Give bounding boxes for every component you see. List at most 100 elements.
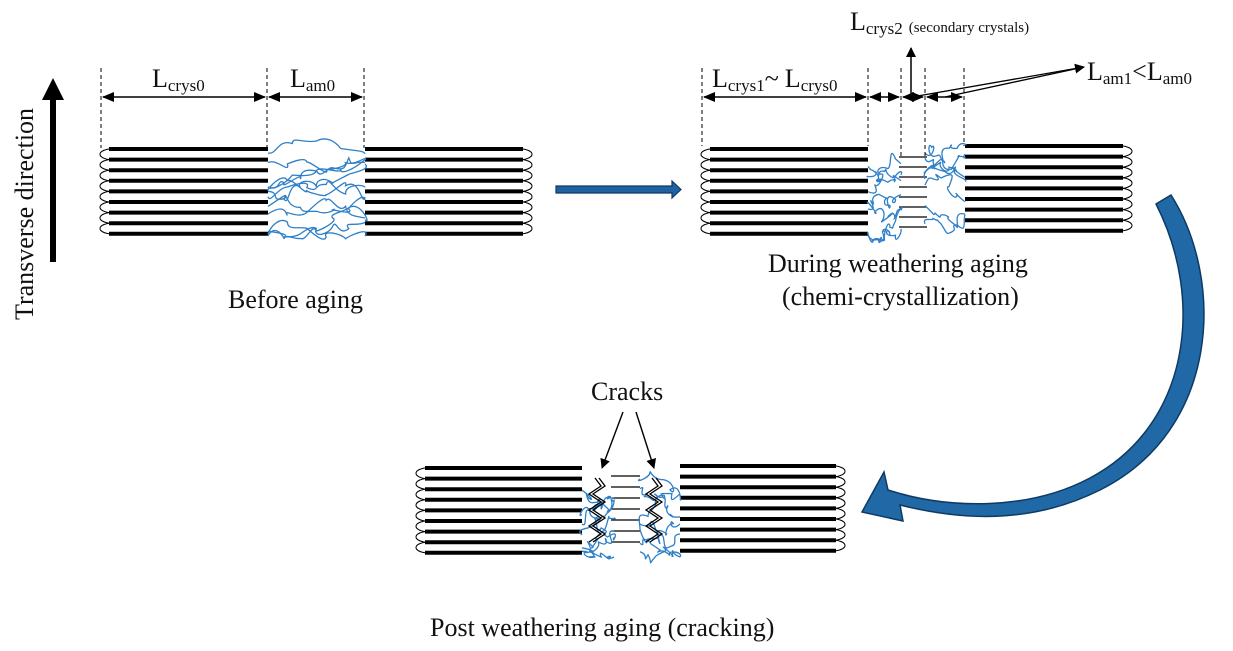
chain-fold bbox=[1122, 177, 1133, 189]
lamella-stack bbox=[99, 147, 268, 236]
amorphous-chain bbox=[924, 144, 966, 171]
lamella-stack bbox=[700, 147, 868, 236]
amorphous-chain bbox=[639, 546, 681, 564]
chain-fold bbox=[835, 486, 846, 499]
chain-fold bbox=[1122, 198, 1133, 211]
amorphous-chain bbox=[267, 177, 366, 200]
crack bbox=[644, 477, 664, 543]
chain-fold bbox=[99, 212, 110, 224]
chain-fold bbox=[700, 180, 711, 192]
transverse-direction-arrow bbox=[42, 78, 64, 262]
chain-fold bbox=[99, 159, 110, 171]
chain-fold bbox=[522, 190, 533, 203]
amorphous-chain bbox=[923, 214, 966, 235]
crack bbox=[587, 477, 607, 543]
chain-fold bbox=[415, 509, 426, 522]
chain-fold bbox=[700, 159, 711, 171]
crack-line bbox=[648, 477, 664, 543]
chain-fold bbox=[835, 518, 846, 531]
chain-fold bbox=[700, 190, 711, 203]
lam1-lt-lam0-label: Lam1<Lam0 bbox=[1087, 57, 1192, 88]
amorphous-chain bbox=[639, 486, 681, 518]
chain-fold bbox=[700, 212, 711, 224]
during-aging-caption-line1: During weathering aging bbox=[768, 249, 1028, 278]
amorphous-region bbox=[267, 138, 368, 240]
chain-fold bbox=[99, 180, 110, 192]
chain-fold bbox=[1122, 156, 1133, 168]
chain-fold bbox=[700, 201, 711, 214]
amorphous-chain bbox=[866, 168, 902, 182]
transverse-direction-label: Transverse direction bbox=[10, 108, 39, 320]
chain-fold bbox=[700, 222, 711, 235]
stage-during-aging bbox=[700, 142, 1133, 244]
chain-fold bbox=[522, 180, 533, 192]
chain-fold bbox=[522, 148, 533, 161]
amorphous-chain bbox=[637, 471, 682, 502]
amorphous-chain bbox=[924, 205, 966, 228]
amorphous-chain bbox=[581, 489, 615, 514]
chain-fold bbox=[415, 531, 426, 543]
lamella-stack bbox=[365, 147, 533, 236]
amorphous-chain bbox=[923, 142, 967, 174]
amorphous-chain bbox=[267, 219, 367, 240]
chain-fold bbox=[99, 148, 110, 161]
lam0-label: Lam0 bbox=[290, 64, 335, 95]
lcrys0-label: Lcrys0 bbox=[152, 64, 205, 95]
chain-fold bbox=[99, 201, 110, 214]
chain-fold bbox=[1122, 219, 1133, 232]
chain-fold bbox=[835, 529, 846, 541]
chain-fold bbox=[835, 465, 846, 478]
stage1-dimensions bbox=[100, 68, 365, 148]
crack-line bbox=[587, 477, 603, 543]
lamella-stack bbox=[965, 144, 1133, 233]
lamella-stack bbox=[680, 464, 846, 553]
amorphous-chain bbox=[638, 492, 681, 528]
crack-line bbox=[591, 477, 607, 543]
amorphous-chain bbox=[924, 157, 966, 178]
chain-fold bbox=[99, 169, 110, 182]
chain-fold bbox=[99, 190, 110, 203]
chain-fold bbox=[1122, 145, 1133, 158]
chain-fold bbox=[522, 169, 533, 182]
amorphous-chain bbox=[267, 198, 366, 219]
secondary-crystal-stack bbox=[611, 475, 640, 543]
chain-fold bbox=[415, 499, 426, 511]
amorphous-chain bbox=[267, 205, 368, 240]
during-aging-caption-line2: (chemi-crystallization) bbox=[782, 282, 1019, 311]
chain-fold bbox=[700, 148, 711, 161]
chain-fold bbox=[700, 169, 711, 182]
lcrys1-label: Lcrys1~Lcrys0 bbox=[712, 64, 838, 95]
amorphous-region bbox=[866, 152, 903, 244]
amorphous-region bbox=[923, 142, 967, 235]
secondary-crystal-stack bbox=[899, 156, 927, 228]
cracks-label: Cracks bbox=[591, 377, 663, 406]
amorphous-chain bbox=[267, 190, 366, 214]
amorphous-chain bbox=[267, 156, 366, 189]
chain-fold bbox=[415, 520, 426, 533]
stage-post-aging bbox=[415, 464, 846, 564]
amorphous-chain bbox=[867, 193, 902, 211]
before-aging-caption: Before aging bbox=[228, 285, 363, 314]
amorphous-chain bbox=[867, 152, 902, 194]
chain-fold bbox=[1122, 166, 1133, 179]
chain-fold bbox=[835, 476, 846, 488]
lam1-pointer-b bbox=[944, 66, 1085, 98]
amorphous-region bbox=[637, 471, 682, 564]
chain-fold bbox=[415, 541, 426, 554]
chain-fold bbox=[1122, 187, 1133, 200]
amorphous-chain bbox=[866, 201, 902, 223]
lamella-stack bbox=[415, 466, 582, 555]
chain-fold bbox=[835, 497, 846, 509]
amorphous-chain bbox=[867, 228, 902, 244]
chain-fold bbox=[522, 222, 533, 235]
chain-fold bbox=[415, 467, 426, 480]
lam1-pointer-a bbox=[911, 63, 1085, 98]
amorphous-chain bbox=[639, 520, 681, 549]
crack-line bbox=[644, 477, 660, 543]
amorphous-chain bbox=[267, 181, 366, 200]
process-arrow-right bbox=[555, 179, 682, 200]
stage-before-aging bbox=[99, 138, 533, 240]
amorphous-chain bbox=[867, 165, 903, 183]
chain-fold bbox=[415, 488, 426, 501]
